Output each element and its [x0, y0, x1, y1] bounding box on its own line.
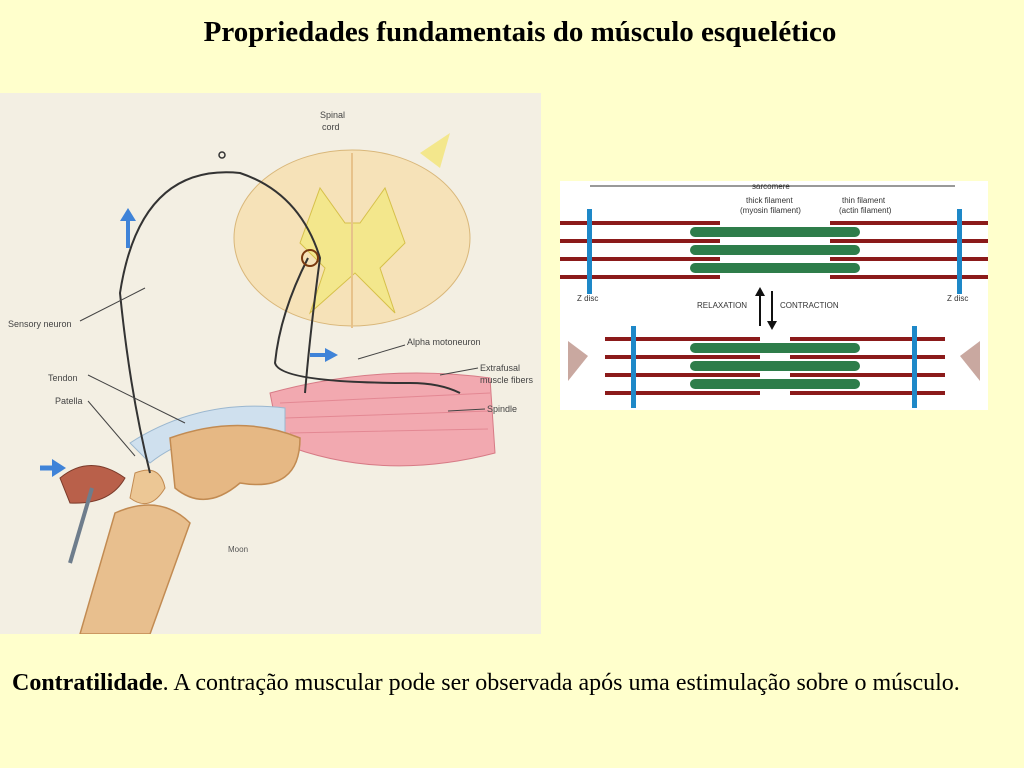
caption-term: Contratilidade — [12, 670, 163, 696]
label-relaxation: RELAXATION — [697, 301, 747, 310]
label-extrafusal-1: Extrafusal — [480, 363, 520, 373]
label-sarcomere: sarcomere — [752, 182, 790, 191]
label-extrafusal-2: muscle fibers — [480, 375, 534, 385]
label-spinal-cord-2: cord — [322, 122, 340, 132]
label-patella: Patella — [55, 396, 83, 406]
label-thin-filament-1: thin filament — [842, 196, 886, 205]
label-spindle: Spindle — [487, 404, 517, 414]
label-thin-filament-2: (actin filament) — [839, 206, 892, 215]
label-tendon: Tendon — [48, 373, 78, 383]
label-sensory-neuron: Sensory neuron — [8, 319, 72, 329]
label-z-disc-right: Z disc — [947, 294, 968, 303]
label-thick-filament-1: thick filament — [746, 196, 793, 205]
label-z-disc-left: Z disc — [577, 294, 598, 303]
caption-text: . A contração muscular pode ser observad… — [162, 670, 960, 696]
caption: Contratilidade. A contração muscular pod… — [12, 666, 1002, 700]
sarcomere-diagram: sarcomere thick filament (myosin filamen… — [560, 181, 988, 410]
stretch-reflex-illustration: Spinal cord Sensory neuron Alpha motoneu… — [0, 93, 541, 634]
label-moon: Moon — [228, 545, 248, 554]
label-thick-filament-2: (myosin filament) — [740, 206, 801, 215]
label-contraction: CONTRACTION — [780, 301, 839, 310]
label-alpha-motoneuron: Alpha motoneuron — [407, 337, 481, 347]
label-spinal-cord-1: Spinal — [320, 110, 345, 120]
slide-title: Propriedades fundamentais do músculo esq… — [203, 16, 837, 48]
